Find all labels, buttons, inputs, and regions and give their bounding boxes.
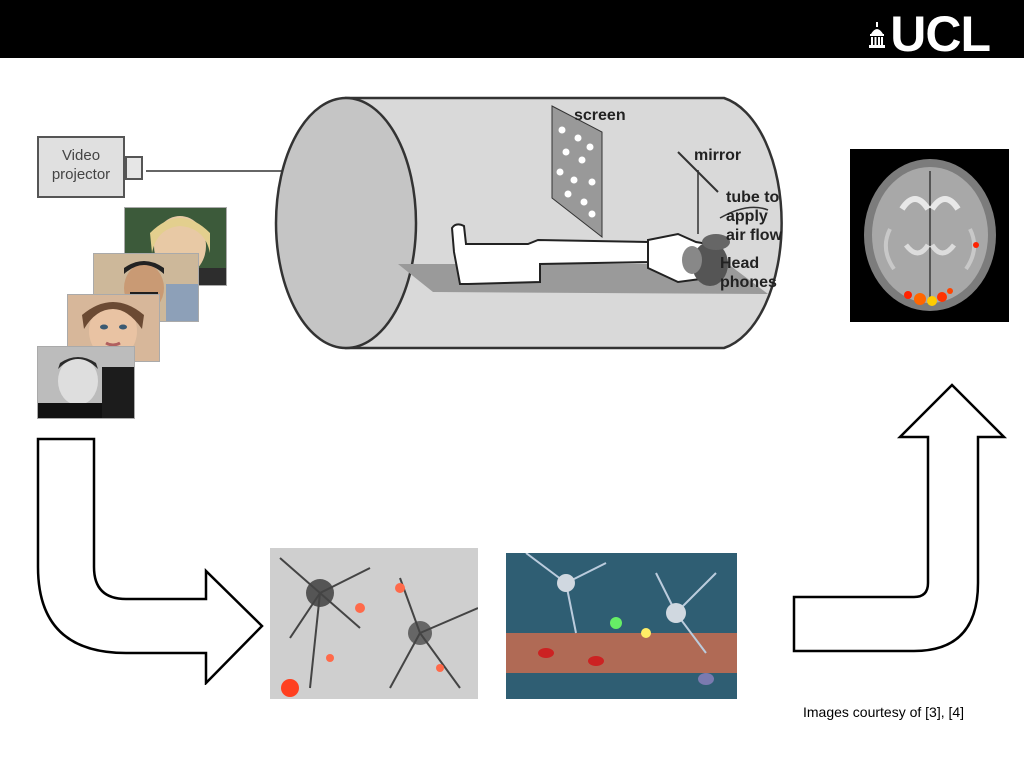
neuron-image-1 [270, 548, 478, 699]
mri-scanner: screen mirror tube to apply air flow Hea… [268, 92, 808, 354]
arrow-up-icon [792, 383, 1008, 653]
brain-scan-image [850, 149, 1009, 322]
projector-label: Video projector [51, 147, 111, 183]
image-credits-caption: Images courtesy of [3], [4] [803, 704, 965, 720]
tube-label: tube to apply air flow [726, 189, 783, 244]
ucl-logo: UCL [868, 6, 991, 62]
projector-lens [125, 156, 143, 180]
projector-body [37, 136, 125, 198]
ucl-logo-dome-icon [869, 22, 886, 48]
mirror-label: mirror [694, 147, 742, 164]
logo-text: UCL [890, 6, 991, 62]
headphones-label: Head phones [720, 255, 777, 291]
neuron-image-2 [506, 553, 737, 699]
video-projector: Video projector [37, 136, 147, 200]
arrow-down-right-icon [36, 437, 264, 685]
header-bar: UCL [0, 0, 1024, 62]
screen-label: screen [574, 107, 626, 124]
face-photo-4 [37, 346, 135, 419]
